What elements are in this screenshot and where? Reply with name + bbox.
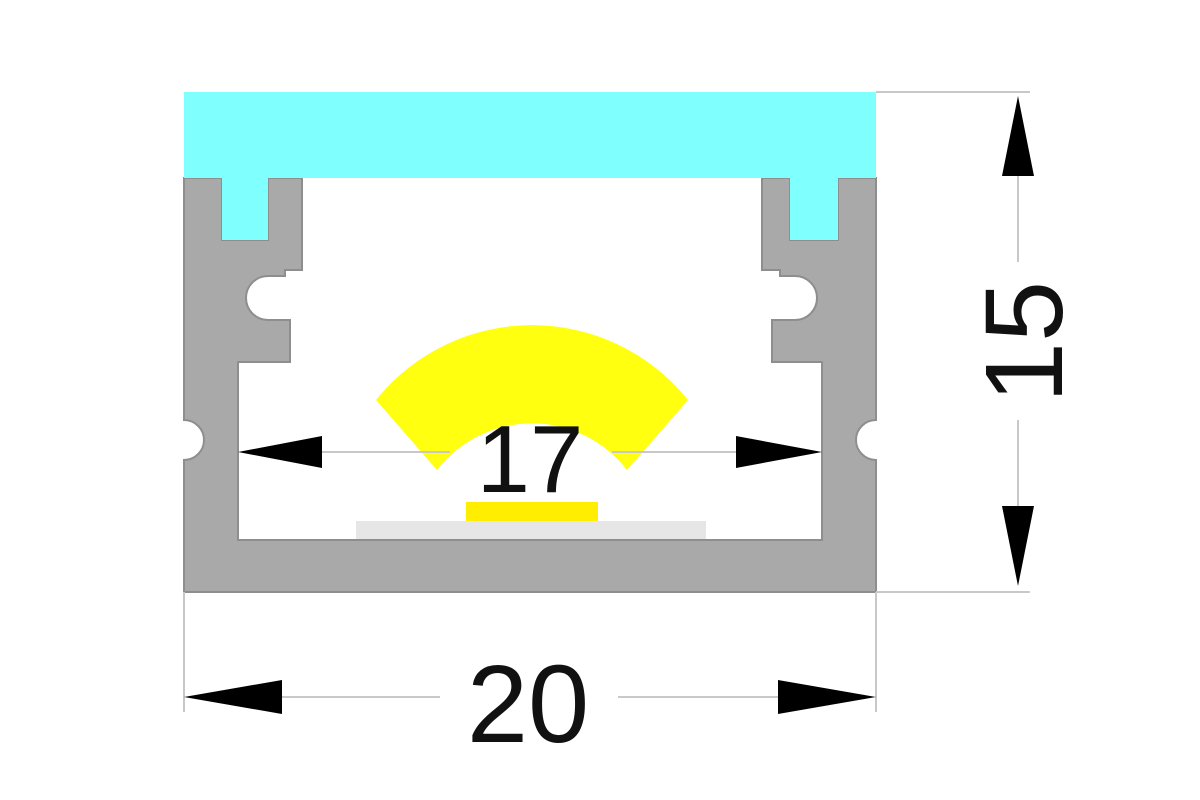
- inner-width-label: 17: [477, 406, 584, 513]
- width-dimension: 20: [183, 592, 877, 766]
- height-arrow-bottom: [1002, 506, 1034, 586]
- inner-width-dimension: 17: [238, 406, 822, 513]
- aluminium-profile: [183, 177, 877, 593]
- width-arrow-left: [184, 680, 282, 714]
- led-strip: [356, 521, 706, 539]
- led-chip: [466, 502, 598, 521]
- width-arrow-right: [778, 680, 876, 714]
- led-light-beam: [376, 325, 688, 470]
- inner-arrow-left: [238, 436, 322, 468]
- diffuser-cover: [184, 92, 876, 240]
- height-arrow-top: [1002, 96, 1034, 176]
- height-label: 15: [963, 281, 1086, 403]
- height-dimension: 15: [876, 91, 1086, 593]
- inner-arrow-right: [736, 436, 822, 468]
- width-label: 20: [467, 643, 589, 766]
